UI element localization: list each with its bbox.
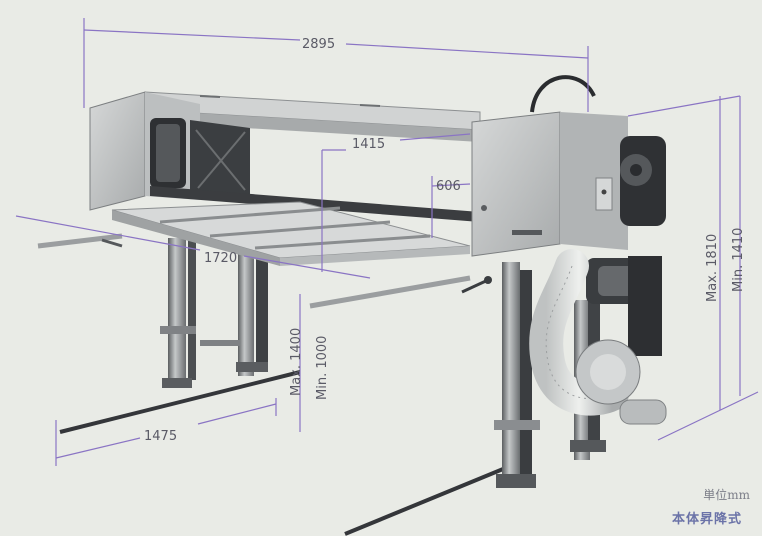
dim-base-length: 1475: [144, 429, 177, 444]
dust-hose: [529, 249, 667, 425]
sanding-belt: [150, 186, 480, 222]
work-table: [37, 201, 471, 309]
right-head: [471, 75, 628, 257]
dim-overall-length: 2895: [302, 37, 335, 52]
hand-crank: [461, 276, 492, 294]
dim-height-min: Min. 1410: [731, 228, 746, 292]
dim-table-height-max: Max. 1400: [289, 328, 304, 396]
dimension-lines: [15, 18, 759, 466]
dim-table-height-min: Min. 1000: [315, 336, 330, 400]
floor-rails: [59, 370, 521, 536]
right-legs: [494, 262, 606, 488]
dim-table-length: 1720: [204, 251, 237, 266]
dim-span-top: 1415: [352, 137, 385, 152]
left-head: [89, 91, 250, 211]
drive-unit: [586, 136, 666, 356]
type-label: 本体昇降式: [671, 512, 742, 527]
left-legs: [160, 228, 268, 388]
unit-label: 単位mm: [703, 488, 750, 502]
dim-table-width: 606: [436, 179, 461, 194]
dim-height-max: Max. 1810: [705, 234, 720, 302]
